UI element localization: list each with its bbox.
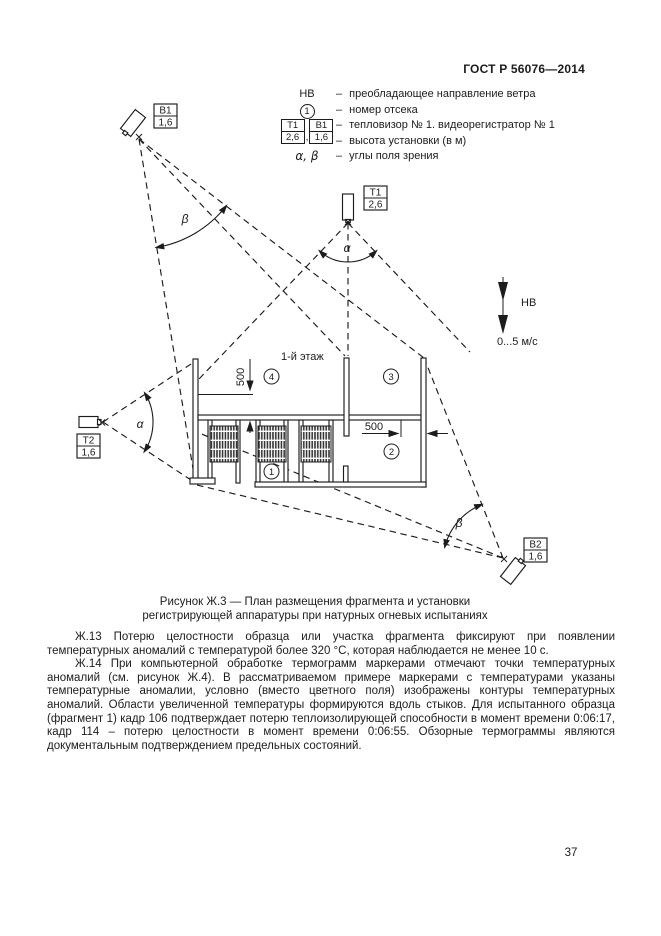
camera-t2: Т2 1,6 [76,415,106,459]
paragraph-zh14: Ж.14 При компьютерной обработке термогра… [47,658,615,752]
svg-text:В2: В2 [529,540,542,551]
wind-label: НВ [521,297,536,309]
svg-text:3: 3 [388,372,393,383]
figure-caption: Рисунок Ж.3 — План размещения фрагмента … [0,595,630,623]
svg-text:500: 500 [235,368,247,386]
camera-t2-label: Т2 1,6 [76,433,101,459]
figure-caption-line1: Рисунок Ж.3 — План размещения фрагмента … [159,596,471,608]
camera-t1-label: Т1 2,6 [363,185,388,211]
camera-b2-label: В2 1,6 [523,537,548,563]
camera-t1: Т1 2,6 [341,185,388,226]
right-wall [420,357,427,488]
alpha-angle-label: α [137,417,145,431]
camera-b2: В2 1,6 [499,537,548,586]
front-wall [197,414,422,421]
legend-dash: – [336,104,343,116]
building-plan: 1-й этаж 4 3 1 2 [189,351,427,488]
svg-text:500: 500 [365,421,383,433]
dimension-500-vertical: 500 [198,359,254,433]
video-camera-box-icon: В1 1,6 [309,119,334,144]
thermal-camera-box-icon: Т1 2,6 [280,119,305,144]
legend-devices: Т1 2,6 , В1 1,6 – тепловизор № 1. видеор… [278,119,555,148]
page-number: 37 [564,847,578,859]
legend-angles: α, β – углы поля зрения [278,149,438,163]
wind-direction-arrow: НВ 0...5 м/с [497,277,538,348]
wind-symbol: НВ [299,88,315,100]
svg-text:1,6: 1,6 [529,552,543,563]
svg-text:В1: В1 [159,106,172,117]
view-angle-arcs: β α α β [137,204,484,550]
paragraph-zh13: Ж.13 Потерю целостности образца или учас… [47,631,615,657]
svg-text:4: 4 [269,372,274,383]
camera-b1: В1 1,6 [119,103,178,141]
left-wall-foot [189,477,216,485]
compartment-markers: 4 3 1 2 [263,368,400,480]
dimension-500-horizontal: 500 [362,421,448,438]
document-title: ГОСТ Р 56076—2014 [463,62,585,76]
camera-b1-label: В1 1,6 [153,103,178,129]
left-wall [192,358,199,481]
compartment-number-icon: 1 [299,104,315,119]
body-text: Ж.13 Потерю целостности образца или учас… [47,631,615,753]
angles-symbol: α, β [295,149,319,163]
svg-text:1,6: 1,6 [159,118,173,129]
beta-angle-label: β [455,516,463,530]
beta-angle-label: β [181,212,189,226]
bottom-wall [254,481,427,488]
alpha-angle-label: α [344,241,352,255]
legend-wind: НВ – преобладающее направление ветра [278,88,535,101]
middle-wall [343,357,350,437]
figure-caption-line2: регистрирующей аппаратуры при натурных о… [142,610,488,622]
legend-dash: – [336,88,343,100]
svg-text:2: 2 [389,447,394,458]
wind-speed-label: 0...5 м/с [497,336,538,348]
middle-wall-stub [342,465,349,483]
svg-text:1,6: 1,6 [82,448,96,459]
legend-compartment: 1 – номер отсека [278,104,418,119]
camera-sight-lines [102,138,504,559]
svg-text:Т2: Т2 [83,436,95,447]
box-separator: , [305,132,309,143]
test-specimens [209,425,332,463]
svg-text:1: 1 [269,467,274,478]
svg-text:Т1: Т1 [370,188,382,199]
floor-label: 1-й этаж [281,351,324,363]
svg-text:2,6: 2,6 [369,200,383,211]
